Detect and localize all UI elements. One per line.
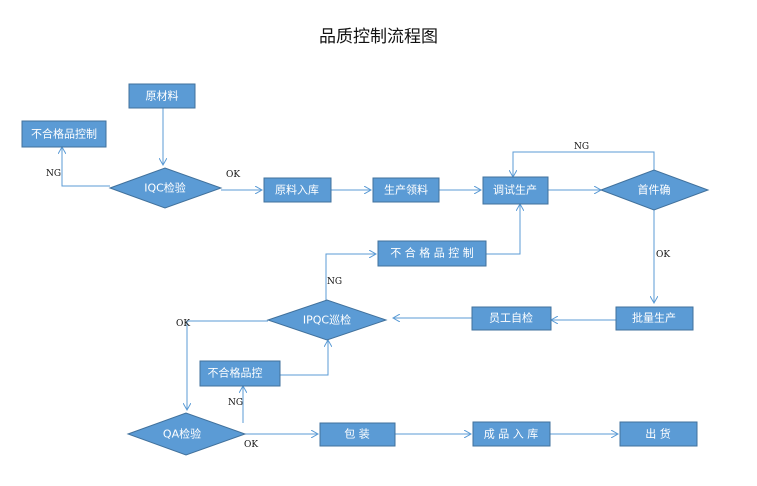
- label-raw-storage: 原料入库: [275, 183, 319, 197]
- edge-label-ipqc-ng: NG: [327, 277, 342, 287]
- label-reject-top-left: 不合格品控制: [31, 127, 97, 141]
- edge-reject-bottom-to-ipqc: [280, 340, 328, 376]
- label-packing: 包 装: [344, 428, 370, 441]
- label-reject-bottom: 不合格品控: [208, 366, 263, 380]
- label-first-article: 首件确: [638, 183, 671, 197]
- node-packing: [319, 422, 396, 447]
- node-reject-bottom: [199, 360, 281, 387]
- edge-label-first-ng: NG: [574, 142, 589, 152]
- node-raw-storage: [263, 177, 332, 203]
- node-reject-middle: [377, 240, 487, 267]
- edge-ipqc-to-qa: [187, 320, 268, 410]
- node-shipping: [619, 421, 698, 447]
- label-ipqc: IPQC巡检: [303, 313, 351, 327]
- edge-label-iqc-ok: OK: [226, 170, 240, 180]
- node-production-pick: [372, 177, 440, 203]
- label-raw-material: 原材料: [146, 89, 179, 103]
- edge-first-ng-loop: [513, 151, 655, 177]
- diagram-title: 品质控制流程图: [319, 27, 438, 47]
- node-ipqc-decision: [266, 299, 388, 341]
- label-reject-middle: 不 合 格 品 控 制: [390, 246, 473, 260]
- label-shipping: 出 货: [645, 427, 671, 441]
- edge-iqc-to-reject: [62, 147, 110, 187]
- edge-label-first-ok: OK: [656, 250, 670, 260]
- node-first-article-decision: [599, 169, 710, 211]
- node-finished-storage: [472, 421, 551, 447]
- edge-label-iqc-ng: NG: [46, 169, 61, 179]
- node-qa-decision: [126, 412, 247, 456]
- label-mass-production: 批量生产: [632, 311, 676, 325]
- edge-label-qa-ok: OK: [244, 440, 258, 450]
- node-iqc-decision: [108, 167, 223, 209]
- node-self-check: [471, 306, 552, 331]
- label-debug-production: 调试生产: [493, 183, 537, 197]
- node-mass-production: [615, 306, 694, 331]
- edge-label-qa-ng: NG: [228, 398, 243, 408]
- edge-label-ipqc-ok: OK: [176, 319, 190, 329]
- node-debug-production: [482, 176, 549, 205]
- node-reject-top-left: [21, 120, 107, 148]
- node-raw-material: [128, 83, 196, 109]
- label-iqc: IQC检验: [144, 181, 186, 195]
- label-self-check: 员工自检: [489, 311, 533, 325]
- edge-ipqc-to-reject-mid: [325, 254, 376, 300]
- edge-reject-mid-to-debug: [486, 204, 520, 255]
- label-finished-storage: 成 品 入 库: [484, 428, 539, 441]
- label-qa: QA检验: [163, 427, 201, 441]
- label-production-pick: 生产领料: [384, 183, 428, 197]
